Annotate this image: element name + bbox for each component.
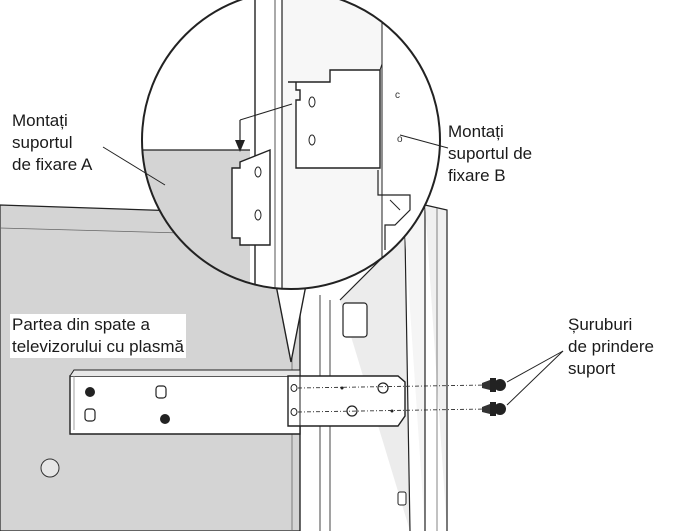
label-bracket-a-line2: suportul <box>12 133 73 152</box>
tv-back-hole <box>40 458 60 478</box>
svg-text:o: o <box>397 134 403 145</box>
bracket-b <box>287 375 406 427</box>
label-screws-line3: suport <box>568 359 616 378</box>
label-screws-line1: Șuruburi <box>568 315 633 334</box>
label-bracket-b-line2: suportul de <box>448 144 533 163</box>
bracket-a <box>69 369 301 435</box>
screw-icon <box>482 378 506 392</box>
svg-text:c: c <box>395 90 400 101</box>
label-screws-line2: de prindere <box>568 337 655 356</box>
frame-slot <box>397 491 407 506</box>
label-tv-back-line2: televizorului cu plasmă <box>12 337 184 356</box>
label-bracket-a-line3: de fixare A <box>12 155 93 174</box>
screw-leader-lines <box>506 350 564 406</box>
label-screws: Șuruburi de prindere suport <box>568 314 654 380</box>
bracket-a-slot <box>155 385 167 399</box>
label-bracket-a: Montați suportul de fixare A <box>12 110 92 176</box>
bracket-b-hole <box>377 382 389 394</box>
label-bracket-b: Montați suportul de fixare B <box>448 121 532 187</box>
screw-icon <box>482 402 506 416</box>
bracket-a-hole <box>85 387 95 397</box>
label-bracket-a-line1: Montați <box>12 111 68 130</box>
label-bracket-b-line3: fixare B <box>448 166 506 185</box>
bracket-b-hole <box>290 384 298 392</box>
leader-line-bracket-b <box>399 134 449 149</box>
frame-slot <box>342 302 368 338</box>
leader-line-bracket-a <box>102 146 166 186</box>
label-tv-back-line1: Partea din spate a <box>12 315 150 334</box>
magnifier-callout: c o <box>141 0 441 290</box>
label-tv-back: Partea din spate a televizorului cu plas… <box>10 314 186 358</box>
bracket-a-slot <box>84 408 96 422</box>
bracket-a-hole <box>160 414 170 424</box>
bracket-b-hole <box>290 408 298 416</box>
label-bracket-b-line1: Montați <box>448 122 504 141</box>
